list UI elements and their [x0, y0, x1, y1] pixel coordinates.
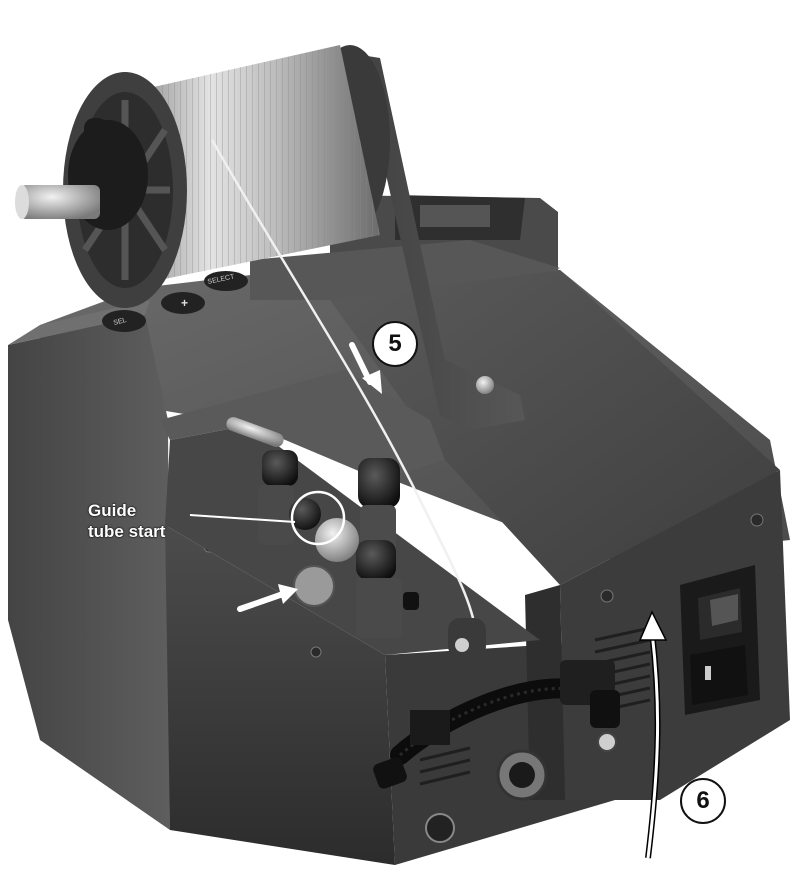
solder-wire — [210, 139, 482, 651]
drive-gear — [315, 518, 359, 562]
feed-roller — [293, 565, 335, 607]
power-module — [680, 565, 760, 715]
step-five-badge: 5 — [372, 321, 418, 367]
front-connectors — [425, 732, 617, 843]
guide-tube-start-marker — [290, 490, 346, 546]
power-inlet — [690, 645, 748, 705]
guide-tube-label-line1: Guide — [88, 501, 137, 520]
arrow-step-five — [349, 342, 382, 394]
housing-left-wall — [8, 300, 170, 830]
wire-spool — [15, 45, 390, 308]
tension-knob-center — [358, 458, 400, 508]
tension-knob-left — [262, 450, 298, 486]
feed-mechanism — [226, 417, 486, 658]
power-switch — [710, 594, 738, 626]
aux-socket — [425, 813, 455, 843]
step-six-badge: 6 — [680, 778, 726, 824]
wire-outlet-wheel — [448, 618, 486, 658]
control-buttons — [102, 271, 248, 332]
tension-knob-right — [356, 540, 396, 580]
arm-bolt — [476, 376, 494, 394]
spool-axle — [20, 185, 100, 219]
guide-tube-leader-line — [189, 514, 296, 523]
release-lever — [373, 660, 620, 789]
arrow-step-six — [638, 610, 668, 859]
guide-tube-start-label: Guide tube start — [88, 500, 165, 542]
display-window — [420, 205, 490, 227]
arrow-drive-gear — [237, 584, 298, 612]
spool-lock-knob — [84, 118, 108, 166]
guide-tube-label-line2: tube start — [88, 522, 166, 541]
